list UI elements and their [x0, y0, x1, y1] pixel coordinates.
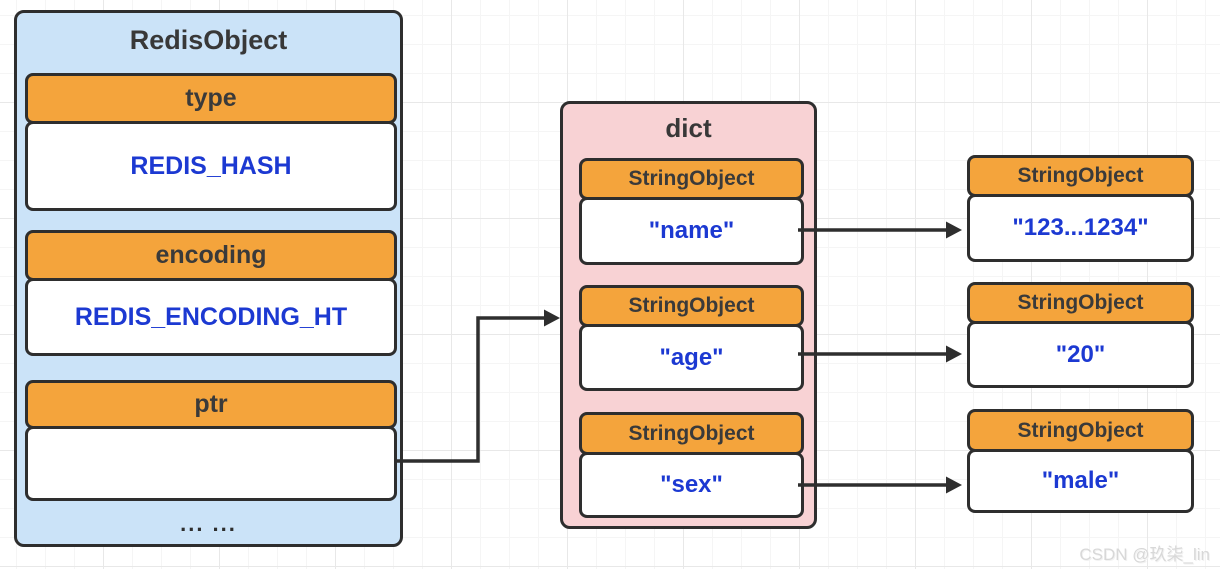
field-ptr-value [25, 426, 397, 501]
field-encoding-header: encoding [25, 230, 397, 281]
field-encoding-value: REDIS_ENCODING_HT [25, 278, 397, 356]
value-object-age-header: StringObject [967, 282, 1194, 324]
arrow-ptr-to-dict [395, 309, 560, 463]
arrow-sex-to-value [798, 476, 962, 494]
value-object-sex-header: StringObject [967, 409, 1194, 452]
arrow-age-to-value [798, 345, 962, 363]
dict-entry-age-header: StringObject [579, 285, 804, 327]
dict-title: dict [665, 113, 712, 143]
redis-object-title: RedisObject [129, 25, 288, 55]
field-type-value: REDIS_HASH [25, 121, 397, 211]
dict-entry-sex-value: "sex" [579, 452, 804, 518]
redis-object-box: RedisObject type REDIS_HASH encoding RED… [14, 10, 403, 547]
dict-entry-name-header: StringObject [579, 158, 804, 200]
field-ptr-header: ptr [25, 380, 397, 429]
redis-object-ellipsis: ... ... [180, 511, 237, 536]
dict-entry-sex-header: StringObject [579, 412, 804, 455]
value-object-sex-value: "male" [967, 449, 1194, 513]
csdn-watermark: CSDN @玖柒_lin [1079, 545, 1210, 564]
dict-entry-age-value: "age" [579, 324, 804, 391]
arrow-name-to-value [798, 221, 962, 239]
value-object-name-header: StringObject [967, 155, 1194, 197]
dict-entry-name-value: "name" [579, 197, 804, 265]
value-object-name-value: "123...1234" [967, 194, 1194, 262]
field-type-header: type [25, 73, 397, 124]
dict-box: dict StringObject "name" StringObject "a… [560, 101, 817, 529]
value-object-age-value: "20" [967, 321, 1194, 388]
